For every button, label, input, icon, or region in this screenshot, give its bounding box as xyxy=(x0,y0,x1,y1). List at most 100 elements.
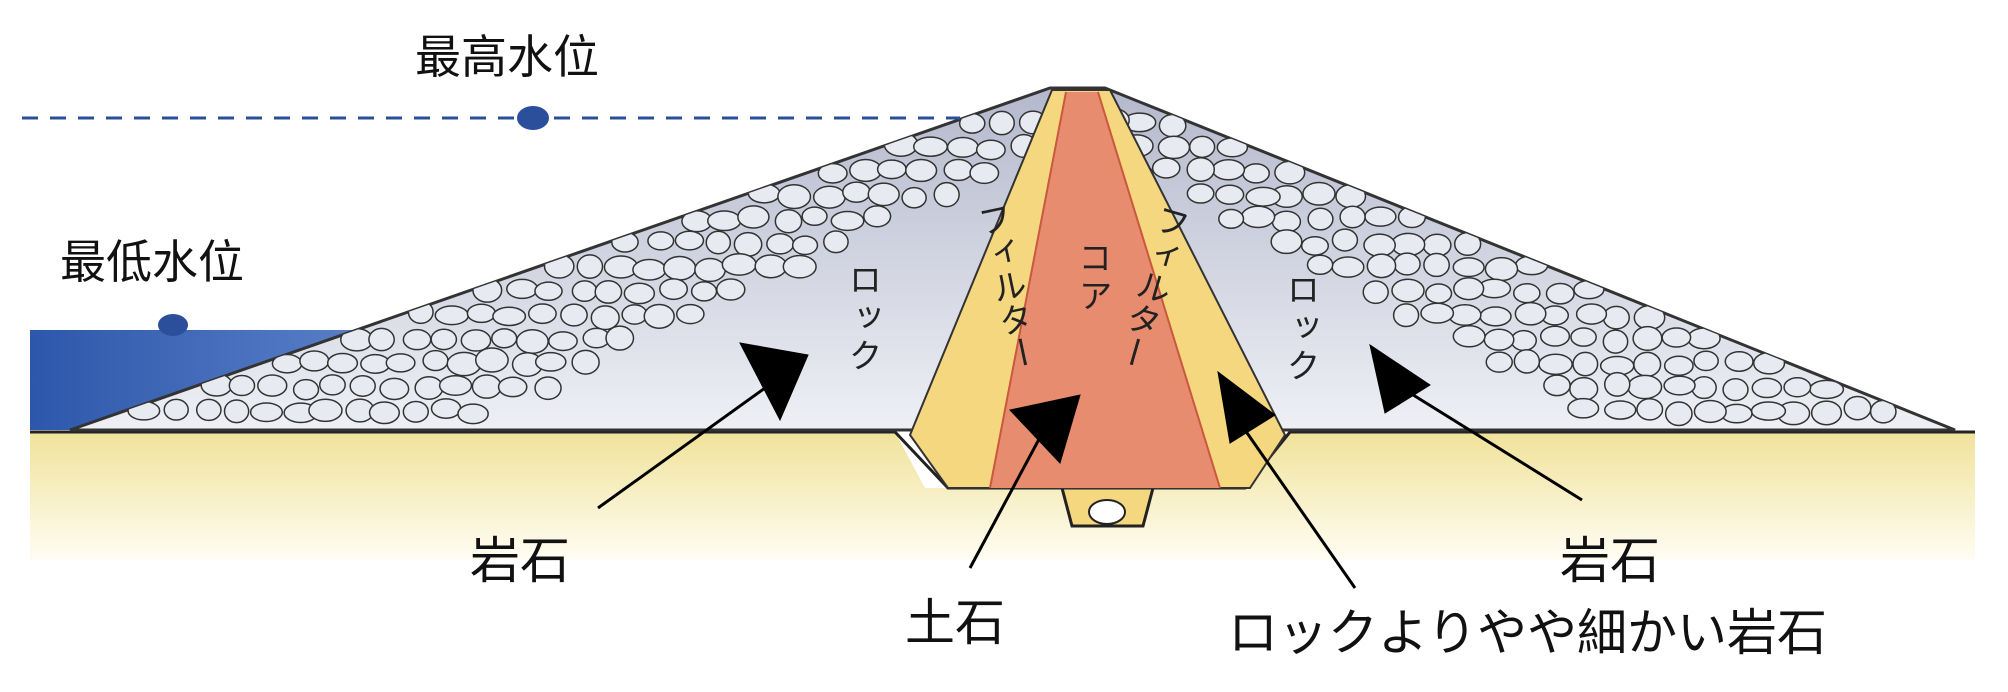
cobble-stone xyxy=(1567,397,1600,419)
cobble-stone xyxy=(754,254,788,279)
callout-rock-left: 岩石 xyxy=(470,532,570,590)
cobble-stone xyxy=(1633,351,1662,378)
cobble-stone xyxy=(368,327,395,352)
cobble-stone xyxy=(402,400,430,423)
inspection-gallery xyxy=(1060,486,1155,528)
cobble-stone xyxy=(662,255,697,281)
cobble-stone xyxy=(1245,186,1281,207)
cobble-stone xyxy=(1539,325,1571,347)
cobble-stone xyxy=(1453,277,1485,301)
cobble-stone xyxy=(1545,282,1575,305)
cobble-stone xyxy=(643,303,675,329)
cobble-stone xyxy=(1572,351,1599,377)
cobble-stone xyxy=(1335,184,1367,209)
cobble-stone xyxy=(547,331,578,352)
cobble-stone xyxy=(527,303,557,325)
max-water-level-label: 最高水位 xyxy=(415,30,599,84)
cobble-stone xyxy=(438,374,473,397)
cobble-stone xyxy=(721,253,757,276)
cobble-stone xyxy=(933,181,960,208)
cobble-stone xyxy=(1423,252,1450,278)
cobble-stone xyxy=(292,378,320,401)
cobble-stone xyxy=(163,398,189,421)
cobble-stone xyxy=(249,402,284,423)
cobble-stone xyxy=(1392,303,1420,328)
cobble-stone xyxy=(1211,159,1246,181)
cobble-stone xyxy=(457,403,489,425)
cobble-stone xyxy=(368,401,401,425)
cobble-stone xyxy=(1783,377,1812,398)
cobble-stone xyxy=(472,277,503,303)
cobble-stone xyxy=(876,159,907,180)
cobble-stone xyxy=(308,398,343,423)
cobble-stone xyxy=(1693,350,1719,372)
core-boundary-right xyxy=(1097,91,1221,489)
cobble-stone xyxy=(1479,306,1512,327)
cobble-stone xyxy=(1513,348,1541,374)
cobble-stone xyxy=(1808,379,1845,400)
cobble-stone xyxy=(782,254,817,279)
cobble-stone xyxy=(299,350,330,372)
cobble-stone xyxy=(1391,278,1425,303)
cobble-stone xyxy=(623,282,656,305)
callout-arrows xyxy=(597,342,1583,589)
cobble-stone xyxy=(675,303,705,325)
cobble-stone xyxy=(1693,399,1727,424)
cobble-stone xyxy=(912,136,949,157)
cobble-stone xyxy=(705,230,732,255)
cobble-stone xyxy=(1569,376,1599,402)
cobble-stone xyxy=(1484,256,1519,282)
cobble-stone xyxy=(1364,206,1397,227)
cobble-stone xyxy=(534,376,562,401)
cobble-stone xyxy=(1271,210,1302,233)
cobble-stone xyxy=(414,376,444,401)
cobble-stone xyxy=(1188,135,1216,159)
cobble-stone xyxy=(1274,160,1306,185)
cobble-stone xyxy=(402,328,432,351)
cobble-stone xyxy=(943,158,974,182)
cobble-stone xyxy=(1483,328,1515,351)
cobble-stone xyxy=(534,281,563,301)
cobble-stone xyxy=(958,112,986,134)
cobble-stone xyxy=(590,305,620,331)
cobble-stone xyxy=(1752,351,1786,375)
cobble-stone xyxy=(1724,350,1754,372)
cobble-stone xyxy=(1390,232,1426,257)
cobble-stone xyxy=(1362,280,1389,305)
cobble-stone xyxy=(975,139,1006,161)
cobble-stone xyxy=(1603,371,1631,397)
cobble-stone xyxy=(791,235,819,256)
cobble-stone xyxy=(506,278,539,300)
cobble-stone xyxy=(801,206,828,227)
cobble-stone xyxy=(1186,183,1215,204)
cobble-stone xyxy=(647,231,675,251)
cobble-stone xyxy=(1627,374,1663,400)
cobble-stone xyxy=(471,374,502,399)
cobble-stone xyxy=(774,208,803,234)
cobble-stone xyxy=(946,136,979,158)
cobble-stone xyxy=(1307,207,1334,231)
cobble-stone xyxy=(904,158,938,183)
cobble-stone xyxy=(1300,235,1330,256)
cobble-stone xyxy=(1216,137,1249,158)
cobble-stone xyxy=(988,110,1015,136)
cobble-stone xyxy=(534,351,567,372)
cobble-stone xyxy=(1575,303,1608,325)
foundation-ground xyxy=(30,432,1975,560)
cobble-stone xyxy=(1331,228,1359,252)
cobble-stone xyxy=(694,257,726,283)
cobble-stone xyxy=(515,329,549,355)
cobble-stone xyxy=(349,374,376,397)
cobble-stone xyxy=(766,233,795,255)
cobble-stone xyxy=(1663,355,1694,377)
cobble-stone xyxy=(969,161,1000,185)
min-water-level-marker xyxy=(158,314,188,336)
cobble-stone xyxy=(1366,253,1397,279)
min-water-level-label: 最低水位 xyxy=(60,235,244,289)
cobble-stone xyxy=(460,329,492,352)
cobble-stone xyxy=(777,183,812,210)
cobble-stone xyxy=(318,374,346,396)
cobble-stone xyxy=(1514,301,1547,326)
cobble-stone xyxy=(690,281,718,302)
